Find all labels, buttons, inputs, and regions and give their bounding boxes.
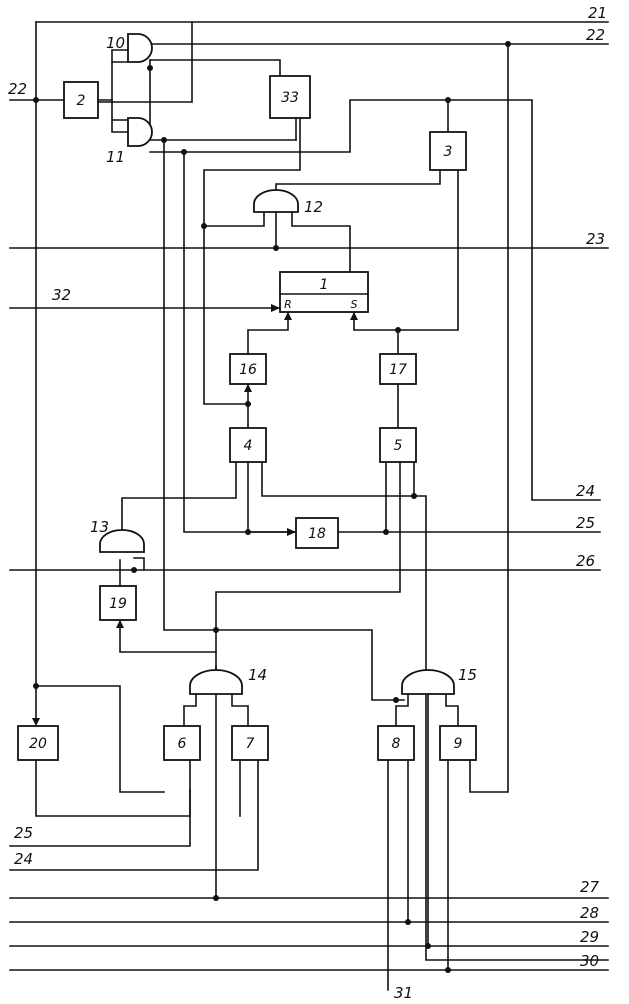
gate-12-label: 12	[304, 198, 323, 216]
block-18-label: 18	[308, 526, 326, 542]
block-5-label: 5	[394, 438, 403, 454]
line-22-left-label: 22	[8, 80, 27, 98]
block-17-label: 17	[389, 362, 407, 378]
line-24-right-label: 24	[576, 482, 595, 500]
line-25-right-label: 25	[576, 514, 595, 532]
line-30-label: 30	[580, 952, 599, 970]
line-28-label: 28	[580, 904, 599, 922]
wires	[10, 22, 608, 990]
block-6-label: 6	[178, 736, 187, 752]
line-25-left-label: 25	[14, 824, 33, 842]
gate-15	[402, 670, 454, 694]
gate-10-label: 10	[106, 34, 125, 52]
line-32-label: 32	[52, 286, 71, 304]
block-16-label: 16	[239, 362, 257, 378]
trigger-reset-label: R	[284, 298, 292, 311]
line-31-label: 31	[394, 984, 413, 1002]
block-4-label: 4	[244, 438, 253, 454]
block-9-label: 9	[454, 736, 463, 752]
line-29-label: 29	[580, 928, 599, 946]
gate-15-label: 15	[458, 666, 477, 684]
block-8-label: 8	[392, 736, 401, 752]
block-7-label: 7	[246, 736, 255, 752]
gate-12	[254, 190, 298, 212]
line-22-right-label: 22	[586, 26, 605, 44]
gate-14	[190, 670, 242, 694]
block-1-label: 1	[320, 277, 329, 293]
block-19-label: 19	[109, 596, 127, 612]
gate-13-label: 13	[90, 518, 109, 536]
block-33-label: 33	[281, 90, 299, 106]
gate-10	[128, 34, 152, 62]
gate-11	[128, 118, 152, 146]
line-21-label: 21	[588, 4, 607, 22]
gate-14-label: 14	[248, 666, 267, 684]
arrowheads	[32, 304, 358, 726]
block-2-label: 2	[77, 93, 86, 109]
line-26-label: 26	[576, 552, 595, 570]
block-20-label: 20	[29, 736, 47, 752]
line-23-label: 23	[586, 230, 605, 248]
gate-11-label: 11	[106, 148, 125, 166]
block-3-label: 3	[444, 144, 453, 160]
line-24-left-label: 24	[14, 850, 33, 868]
trigger-set-label: S	[351, 298, 358, 311]
line-27-label: 27	[580, 878, 600, 896]
